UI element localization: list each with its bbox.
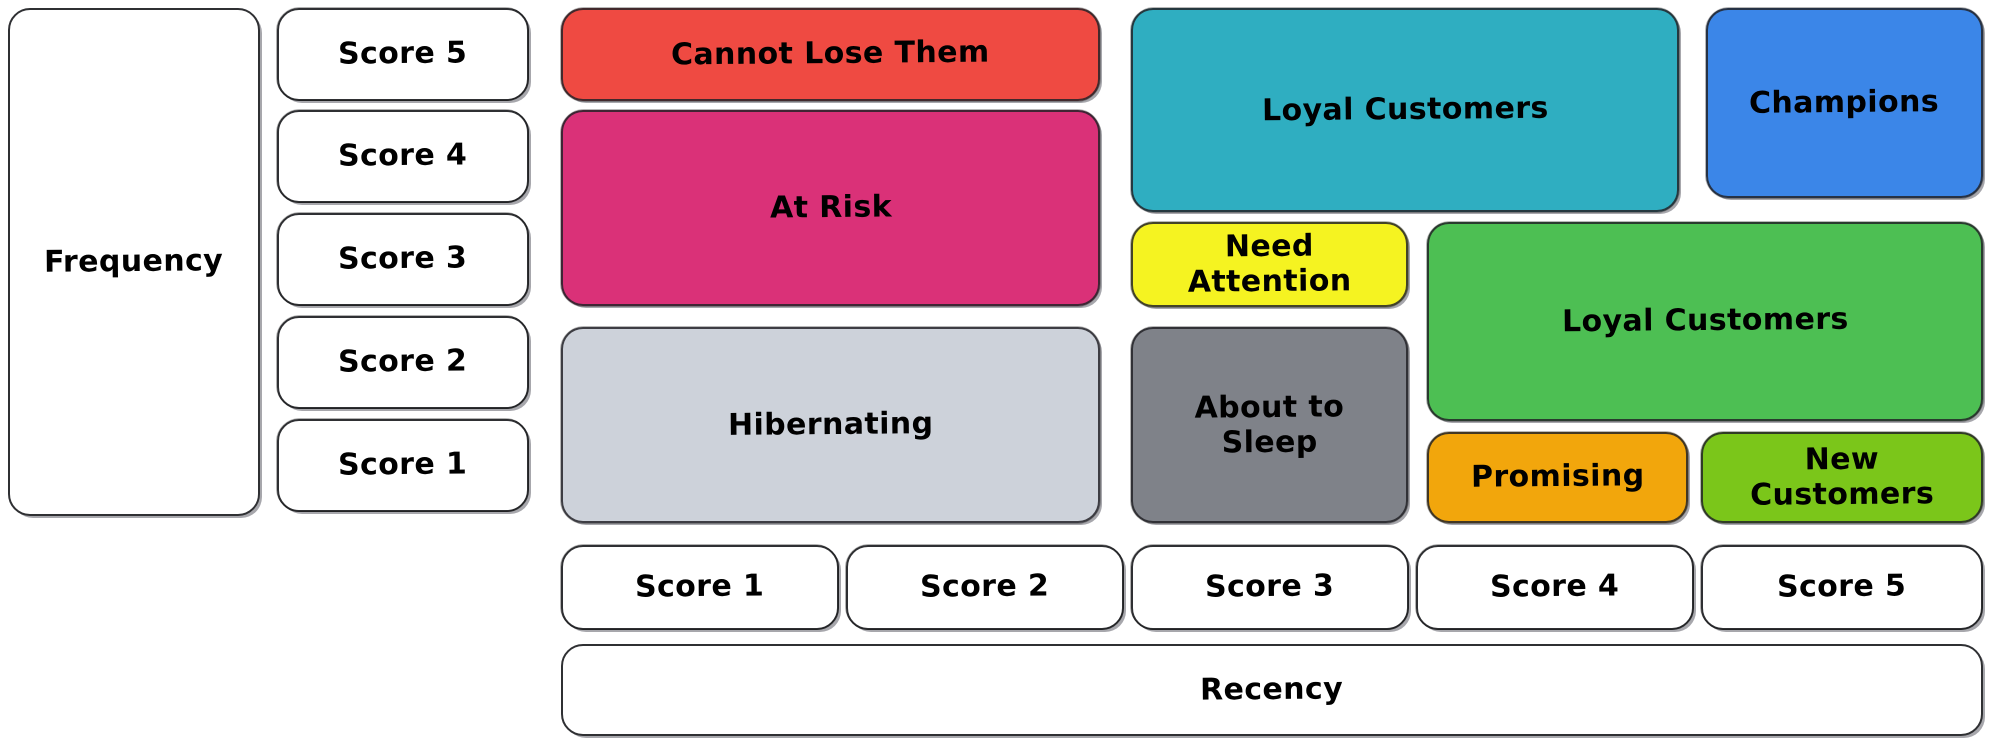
frequency-score-5[interactable]: Score 5 [276, 7, 529, 101]
recency-score-4[interactable]: Score 4 [1415, 544, 1694, 630]
recency-axis-label: Recency [561, 644, 1983, 736]
segment-cannot-lose-them[interactable]: Cannot Lose Them [560, 7, 1101, 102]
frequency-score-1-label: Score 1 [338, 446, 468, 483]
segment-hibernating-label: Hibernating [727, 405, 934, 443]
segment-loyal-customers-green[interactable]: Loyal Customers [1426, 221, 1984, 422]
frequency-axis-label: Frequency [8, 8, 260, 516]
frequency-score-2-label: Score 2 [338, 343, 468, 380]
segment-loyal-customers-teal-label: Loyal Customers [1261, 90, 1549, 129]
frequency-score-2[interactable]: Score 2 [276, 315, 529, 409]
segment-at-risk-label: At Risk [769, 189, 892, 226]
recency-score-4-label: Score 4 [1490, 568, 1620, 605]
recency-score-3[interactable]: Score 3 [1130, 544, 1409, 630]
frequency-score-4[interactable]: Score 4 [276, 109, 529, 203]
segment-need-attention[interactable]: Need Attention [1130, 221, 1409, 308]
segment-at-risk[interactable]: At Risk [560, 109, 1101, 307]
recency-score-1[interactable]: Score 1 [560, 544, 839, 630]
segment-about-to-sleep[interactable]: About to Sleep [1130, 326, 1409, 524]
segment-hibernating[interactable]: Hibernating [560, 326, 1101, 524]
segment-champions-label: Champions [1749, 83, 1940, 121]
segment-about-to-sleep-label: About to Sleep [1194, 388, 1345, 460]
frequency-score-3[interactable]: Score 3 [276, 212, 529, 306]
segment-promising[interactable]: Promising [1426, 431, 1689, 524]
segment-loyal-customers-green-label: Loyal Customers [1561, 301, 1849, 340]
segment-cannot-lose-them-label: Cannot Lose Them [671, 34, 990, 73]
segment-loyal-customers-teal[interactable]: Loyal Customers [1130, 7, 1680, 213]
recency-score-5[interactable]: Score 5 [1700, 544, 1983, 630]
frequency-score-3-label: Score 3 [338, 240, 468, 277]
frequency-axis-text: Frequency [44, 242, 224, 280]
segment-new-customers[interactable]: New Customers [1700, 431, 1984, 524]
frequency-score-4-label: Score 4 [338, 137, 468, 174]
recency-score-3-label: Score 3 [1205, 568, 1335, 605]
recency-score-5-label: Score 5 [1777, 568, 1907, 605]
segment-promising-label: Promising [1470, 458, 1645, 496]
frequency-score-5-label: Score 5 [338, 35, 468, 72]
recency-score-2[interactable]: Score 2 [845, 544, 1124, 630]
recency-axis-text: Recency [1200, 671, 1344, 708]
frequency-score-1[interactable]: Score 1 [276, 418, 529, 512]
segment-champions[interactable]: Champions [1705, 7, 1984, 199]
segment-need-attention-label: Need Attention [1187, 228, 1352, 300]
recency-score-2-label: Score 2 [920, 568, 1050, 605]
recency-score-1-label: Score 1 [635, 568, 765, 605]
segment-new-customers-label: New Customers [1749, 441, 1935, 513]
